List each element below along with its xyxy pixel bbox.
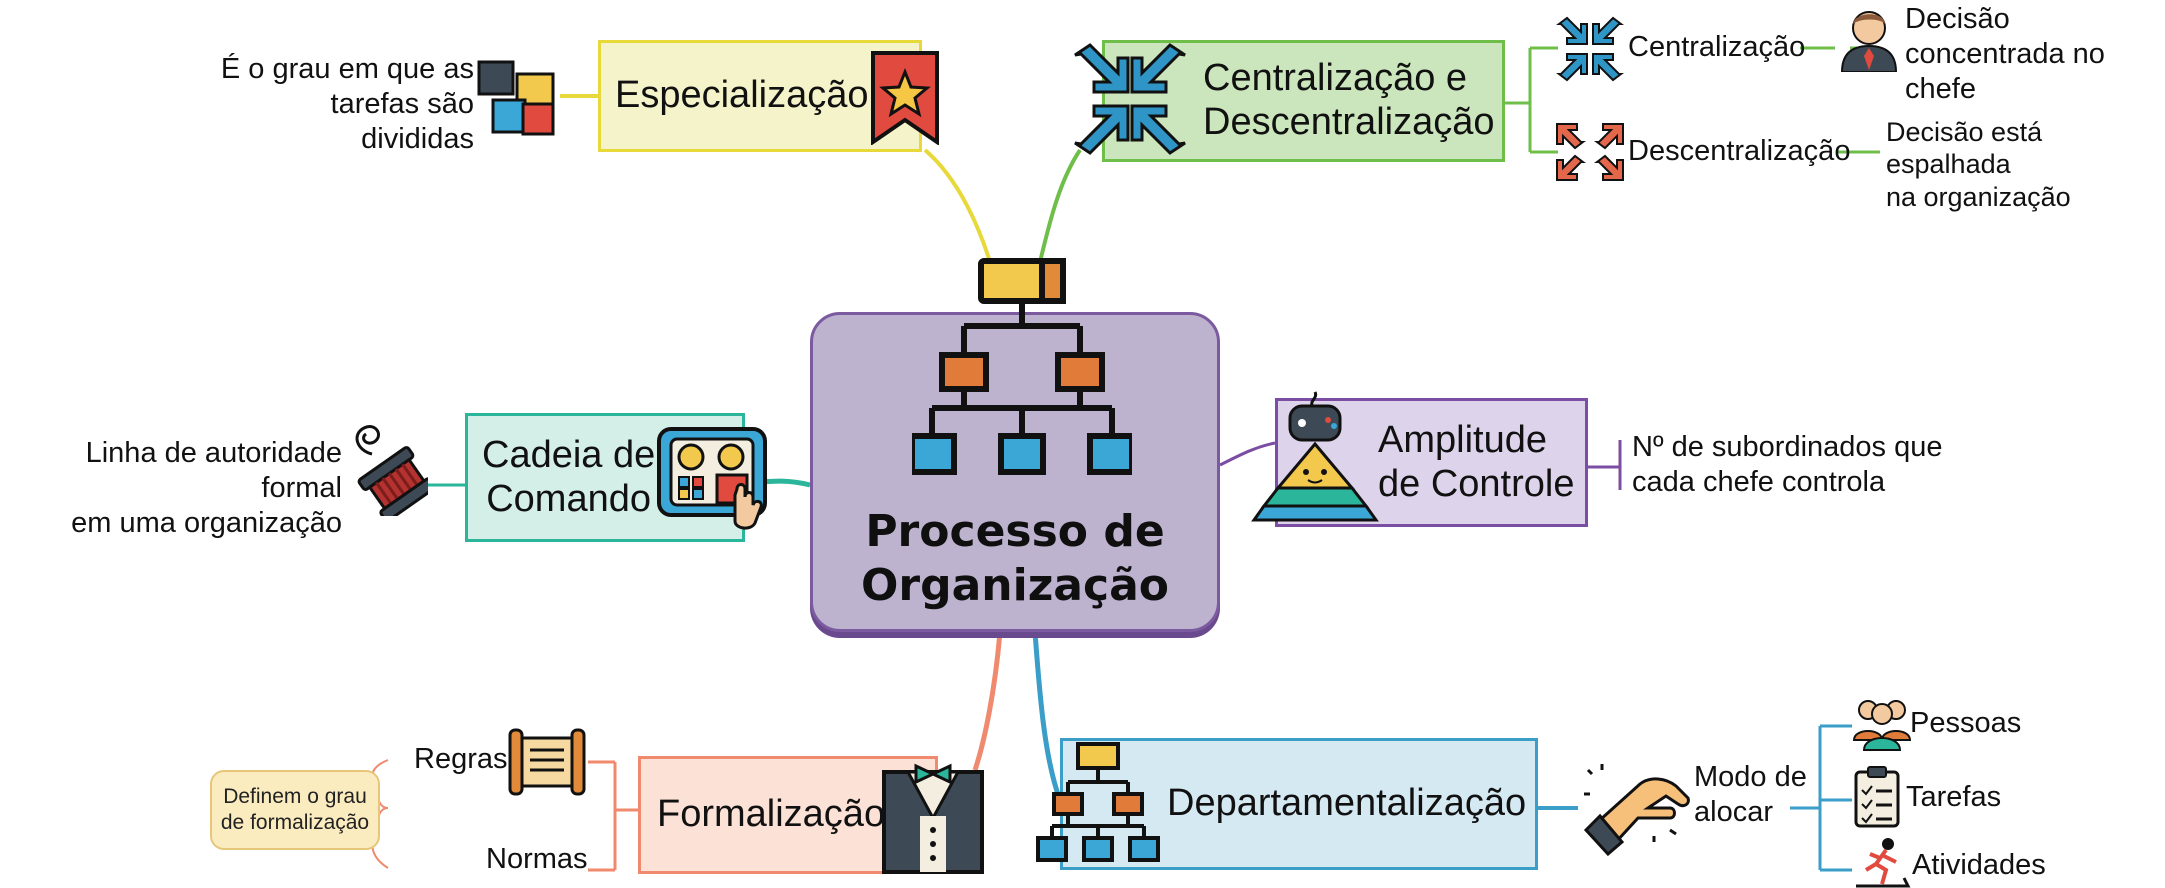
descentralizacao-note: Decisão está espalhada na organização <box>1886 116 2165 213</box>
control-panel-icon <box>657 427 767 530</box>
especializacao-note-line1: É o grau em que as <box>220 53 474 85</box>
puzzle-icon <box>477 60 555 136</box>
descentralizacao-note-line1: Decisão está espalhada <box>1886 117 2043 180</box>
cadeia-note: Linha de autoridade formal em uma organi… <box>10 436 342 540</box>
amplitude-label-line1: Amplitude <box>1378 418 1547 461</box>
descentralizacao-note-line2: na organização <box>1886 181 2071 212</box>
amplitude-note-line2: cada chefe controla <box>1632 465 1886 498</box>
especializacao-note-line2: tarefas são divididas <box>330 87 474 155</box>
tuxedo-icon <box>882 763 984 874</box>
formalizacao-note-badge: Definem o grau de formalização <box>210 770 380 850</box>
people-group-icon <box>1852 700 1912 751</box>
descentralizacao-child-label: Descentralização <box>1628 135 1851 167</box>
departamentalizacao-label: Departamentalização <box>1167 782 1527 825</box>
formalizacao-normas-label: Normas <box>486 843 588 875</box>
small-org-chart-icon <box>1036 742 1160 862</box>
cadeia-note-line1: Linha de autoridade formal <box>85 437 342 504</box>
arrows-inward-icon <box>1074 43 1186 155</box>
clipboard-checklist-icon <box>1854 766 1900 828</box>
businessman-icon <box>1840 11 1898 72</box>
central-title: Processo de Organização <box>810 505 1220 612</box>
departamentalizacao-mode-line1: Modo de <box>1694 761 1807 793</box>
centralizacao-note-line1: Decisão <box>1905 3 2010 35</box>
central-title-line2: Organização <box>861 559 1169 611</box>
star-ribbon-icon <box>871 51 939 145</box>
amplitude-note-line1: Nº de subordinados que <box>1632 431 1943 463</box>
centralizacao-child-label: Centralização <box>1628 31 1806 63</box>
formalizacao-note-line1: Definem o grau <box>223 784 367 808</box>
centralizacao-note: Decisão concentrada no chefe <box>1905 2 2165 106</box>
tarefas-label: Tarefas <box>1906 781 2002 813</box>
centralizacao-label-line1: Centralização e <box>1203 57 1468 100</box>
centralizacao-label: Centralização e Descentralização <box>1203 57 1494 144</box>
departamentalizacao-mode: Modo de alocar <box>1694 760 1807 830</box>
thread-spool-icon <box>355 425 428 516</box>
cadeia-note-line2: em uma organização <box>71 506 342 539</box>
atividades-label: Atividades <box>1912 849 2046 881</box>
especializacao-note: É o grau em que as tarefas são divididas <box>214 52 474 156</box>
central-title-line1: Processo de <box>865 506 1165 557</box>
giving-hand-icon <box>1583 764 1690 856</box>
treadmill-runner-icon <box>1856 838 1911 888</box>
centralizacao-label-line2: Descentralização <box>1203 101 1495 143</box>
formalizacao-regras-label: Regras <box>414 743 508 775</box>
scroll-icon <box>508 728 586 796</box>
centralize-arrows-icon <box>1556 16 1624 82</box>
amplitude-note: Nº de subordinados que cada chefe contro… <box>1632 430 1942 500</box>
centralizacao-note-line2: concentrada no chefe <box>1905 37 2105 105</box>
departamentalizacao-mode-line2: alocar <box>1694 795 1773 828</box>
decentralize-arrows-icon <box>1556 123 1624 181</box>
amplitude-label-line2: de Controle <box>1378 462 1575 505</box>
formalizacao-label: Formalização <box>657 793 886 836</box>
cadeia-label-line1: Cadeia de <box>482 433 656 476</box>
cadeia-label-line2: Comando <box>486 477 651 520</box>
amplitude-label: Amplitude de Controle <box>1378 419 1574 506</box>
especializacao-node[interactable]: Especialização <box>598 40 922 152</box>
formalizacao-note-line2: de formalização <box>220 811 370 834</box>
pyramid-gamepad-icon <box>1251 391 1379 522</box>
org-chart-icon <box>912 258 1132 475</box>
especializacao-label: Especialização <box>615 74 869 117</box>
cadeia-label: Cadeia de Comando <box>482 434 655 521</box>
pessoas-label: Pessoas <box>1910 707 2022 739</box>
